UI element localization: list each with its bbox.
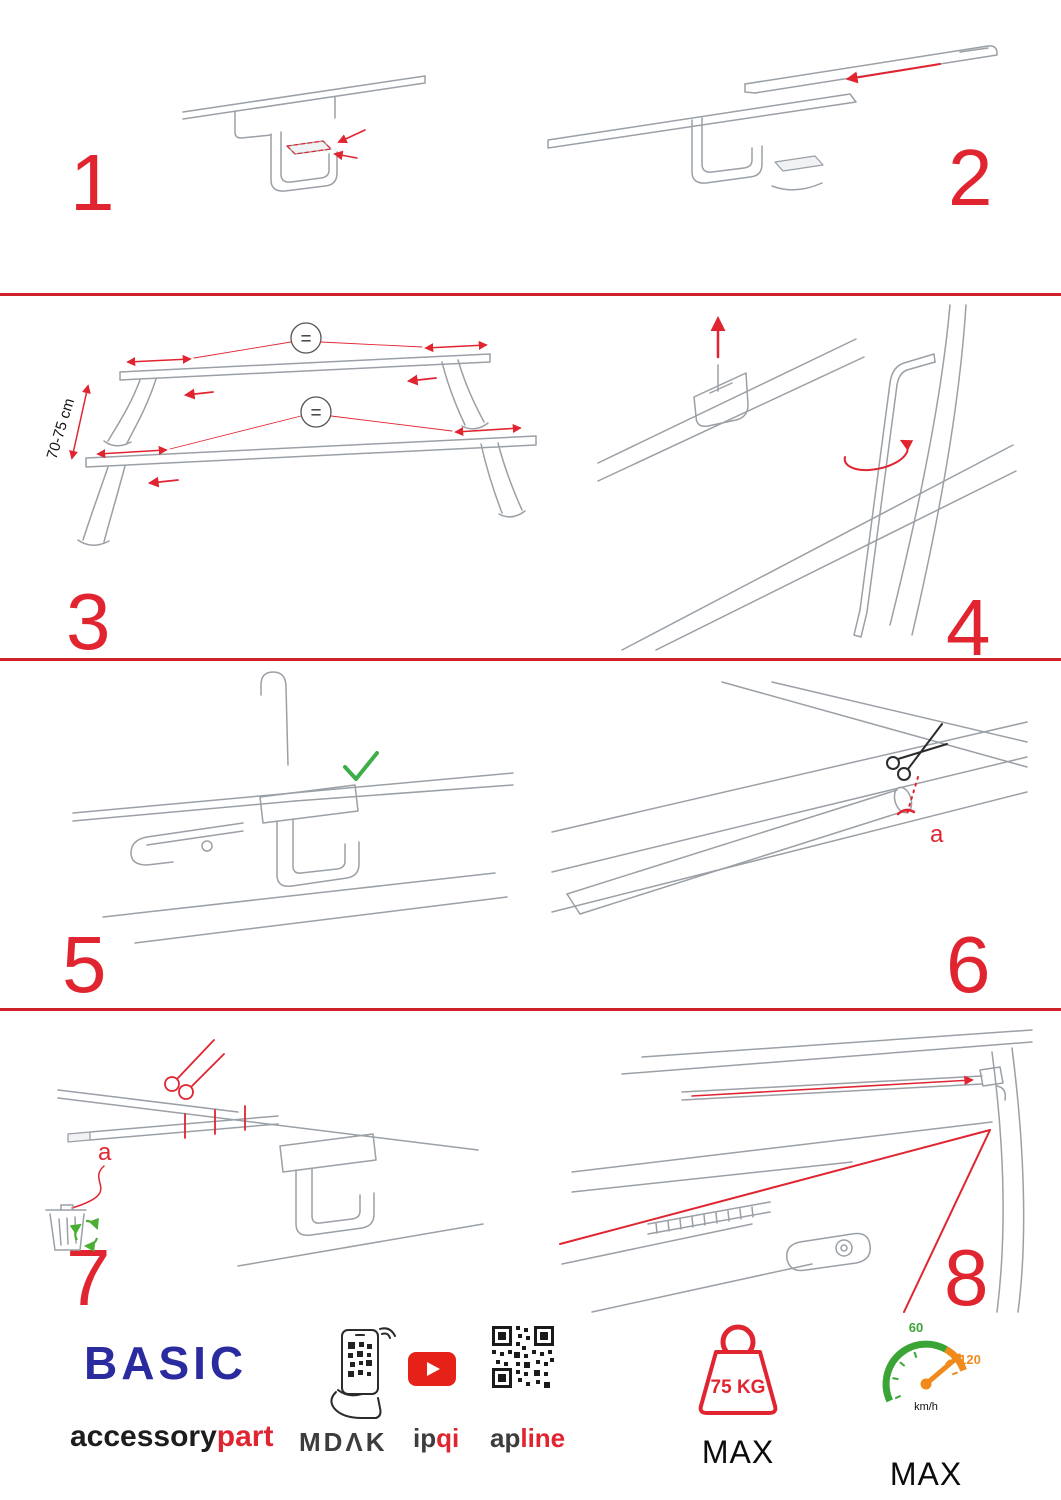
step-5-diagram (72, 671, 514, 944)
qr-code-icon (492, 1326, 554, 1388)
qr-label-prefix: ap (490, 1423, 521, 1453)
step-4-number: 4 (946, 583, 991, 672)
step-1-number: 1 (70, 138, 115, 227)
equal-badge (290, 322, 322, 354)
scissors-icon (164, 1039, 225, 1100)
step-3-diagram: = = 70-75 cm (44, 322, 537, 546)
video-channel-label: ipqi (413, 1423, 459, 1454)
section-divider (0, 658, 1061, 661)
step-7-diagram: a (45, 1039, 484, 1267)
label-a: a (930, 821, 944, 848)
speed-orange-value: 120 (959, 1352, 981, 1367)
scissors-icon (886, 723, 948, 781)
speed-limit-icon: 60 120 km/h (882, 1320, 981, 1413)
step-6-number: 6 (946, 920, 991, 1009)
step-2-diagram (547, 45, 998, 191)
weight-limit-value: 75 KG (711, 1377, 766, 1398)
step-2-number: 2 (948, 133, 993, 222)
equal-badge (300, 396, 332, 428)
step-6-diagram: a (551, 681, 1028, 915)
label-a: a (98, 1139, 112, 1166)
equal-sign: = (300, 329, 311, 350)
video-label-suffix: qi (436, 1423, 460, 1453)
step-5-number: 5 (62, 920, 107, 1009)
brand-subtitle-prefix: accessory (70, 1420, 217, 1453)
video-label-prefix: ip (413, 1423, 437, 1453)
step-3-number: 3 (66, 577, 111, 666)
trash-bin-icon (45, 1204, 87, 1251)
speed-max-label: MAX (889, 1456, 963, 1492)
step-1-diagram (182, 75, 426, 192)
brand-logo: BASIC (84, 1337, 248, 1389)
weight-limit-icon: 75 KG (698, 1324, 778, 1415)
youtube-play-icon (408, 1352, 456, 1386)
checkmark-icon (343, 751, 379, 781)
speed-green-value: 60 (909, 1320, 923, 1335)
step-8-diagram (559, 1029, 1033, 1313)
equal-sign: = (310, 403, 321, 424)
section-divider (0, 1008, 1061, 1011)
brand-subtitle-suffix: part (216, 1420, 274, 1453)
brand-subtitle: accessorypart (70, 1420, 273, 1454)
recycle-icon (69, 1217, 99, 1252)
step-8-number: 8 (944, 1233, 989, 1322)
qr-label-suffix: line (520, 1423, 566, 1453)
weight-max-label: MAX (701, 1434, 775, 1470)
section-divider (0, 293, 1061, 296)
speed-unit: km/h (914, 1401, 938, 1413)
step-4-diagram (597, 304, 1017, 651)
qr-brand-label: apline (490, 1423, 565, 1454)
phone-qr-scan-icon (330, 1327, 396, 1419)
app-store-label: MDΛK (299, 1427, 388, 1457)
